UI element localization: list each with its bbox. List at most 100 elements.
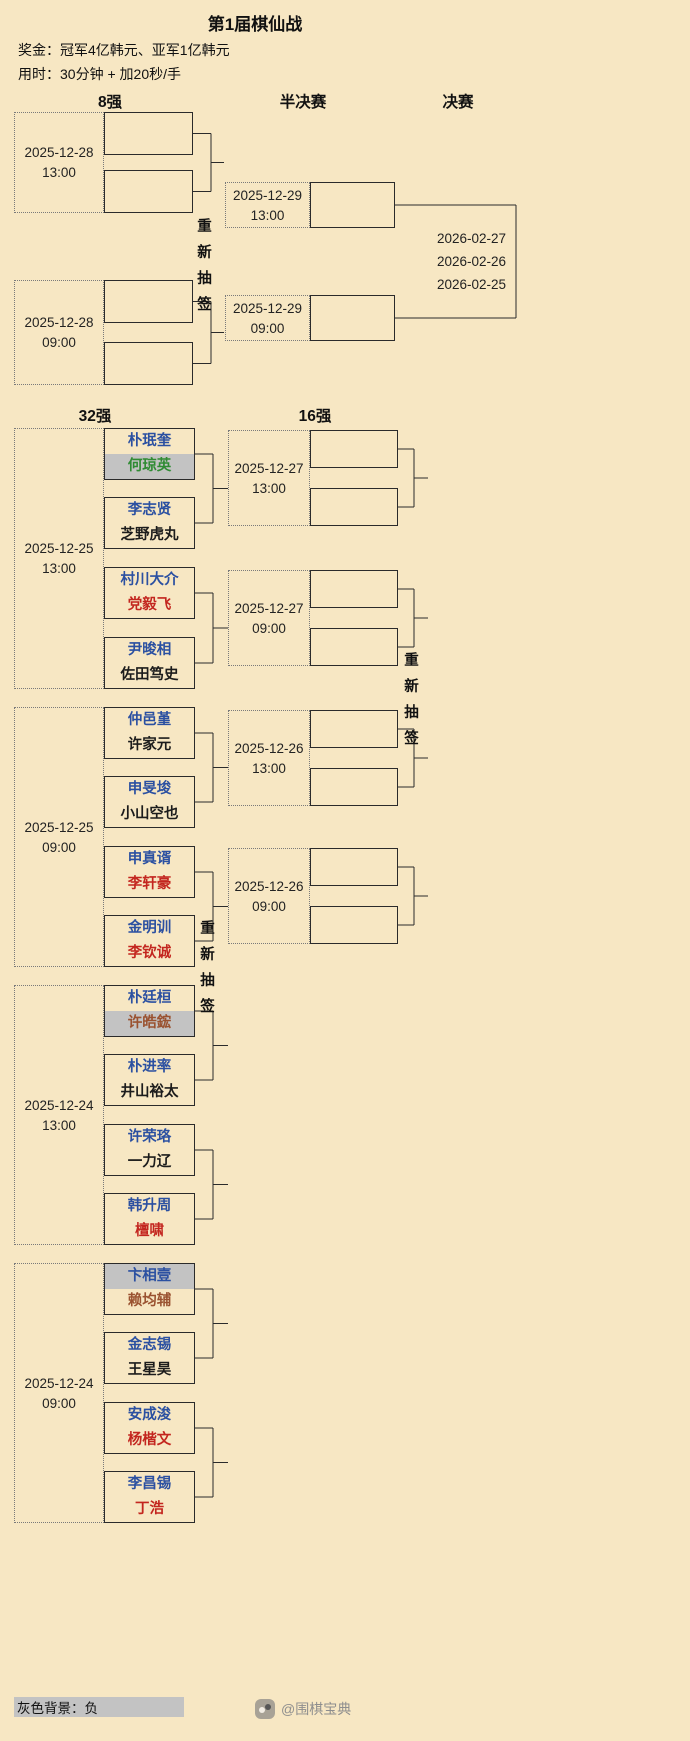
player-name[interactable]: 许荣珞 xyxy=(127,1129,172,1145)
player-name[interactable]: 王星昊 xyxy=(127,1362,172,1378)
r32-match-14-box[interactable]: 金志锡 王星昊 xyxy=(104,1332,195,1384)
r32-match-9-box[interactable]: 朴廷桓 许皓鋐 xyxy=(104,985,195,1037)
final-date: 2026-02-25 xyxy=(437,277,507,292)
watermark-text: @围棋宝典 xyxy=(281,1701,352,1717)
player-name[interactable]: 朴廷桓 xyxy=(127,990,172,1006)
player-name[interactable]: 申真谞 xyxy=(127,851,172,867)
r16-match-6-box[interactable] xyxy=(310,768,398,806)
r32-match-1-box[interactable]: 朴珉奎 何琼英 xyxy=(104,428,195,480)
player-name[interactable]: 芝野虎丸 xyxy=(120,527,179,543)
watermark: @围棋宝典 xyxy=(255,1699,351,1719)
player-name[interactable]: 一力辽 xyxy=(127,1154,172,1170)
r32-match-3-box[interactable]: 村川大介 党毅飞 xyxy=(104,567,195,619)
time-label: 13:00 xyxy=(42,165,76,180)
go-stone-white-icon xyxy=(259,1707,265,1713)
r16-date-group-2: 2025-12-27 09:00 xyxy=(228,570,310,666)
r32-match-4-box[interactable]: 尹晙相 佐田笃史 xyxy=(104,637,195,689)
legend-label: 灰色背景：负 xyxy=(17,1701,98,1716)
sf-match-1-box[interactable] xyxy=(310,182,395,228)
date-label: 2025-12-27 xyxy=(234,460,304,476)
r16-match-7-box[interactable] xyxy=(310,848,398,886)
r32-match-10-box[interactable]: 朴进率 井山裕太 xyxy=(104,1054,195,1106)
player-name[interactable]: 金明训 xyxy=(127,920,172,936)
player-name[interactable]: 丁浩 xyxy=(135,1501,164,1517)
player-name[interactable]: 井山裕太 xyxy=(120,1084,179,1100)
player-name[interactable]: 卞相壹 xyxy=(105,1264,194,1289)
player-name[interactable]: 朴进率 xyxy=(127,1059,172,1075)
player-name[interactable]: 杨楷文 xyxy=(127,1432,172,1448)
time-label: 13:00 xyxy=(42,1117,76,1133)
r32-match-7-box[interactable]: 申真谞 李轩豪 xyxy=(104,846,195,898)
qf-match-4-box[interactable] xyxy=(104,342,193,385)
r16-match-5-box[interactable] xyxy=(310,710,398,748)
r32-match-12-box[interactable]: 韩升周 檀啸 xyxy=(104,1193,195,1245)
date-label: 2025-12-27 xyxy=(234,600,304,616)
time-label: 09:00 xyxy=(42,335,76,350)
date-label: 2025-12-28 xyxy=(24,145,94,160)
r32-match-5-box[interactable]: 仲邑堇 许家元 xyxy=(104,707,195,759)
player-name[interactable]: 村川大介 xyxy=(120,572,179,588)
weiqi-baodian-logo-icon xyxy=(255,1699,275,1719)
time-label: 09:00 xyxy=(252,898,286,914)
r32-date-group-2: 2025-12-25 09:00 xyxy=(14,707,104,967)
r16-match-1-box[interactable] xyxy=(310,430,398,468)
r16-date-group-3: 2025-12-26 13:00 xyxy=(228,710,310,806)
date-label: 2025-12-25 xyxy=(24,541,94,556)
player-name[interactable]: 许皓鋐 xyxy=(105,1011,194,1036)
qf-match-1-box[interactable] xyxy=(104,112,193,155)
date-label: 2025-12-26 xyxy=(234,740,304,756)
r32-match-2-box[interactable]: 李志贤 芝野虎丸 xyxy=(104,497,195,549)
r32-match-11-box[interactable]: 许荣珞 一力辽 xyxy=(104,1124,195,1176)
qf-match-3-box[interactable] xyxy=(104,280,193,323)
r32-match-6-box[interactable]: 申旻埈 小山空也 xyxy=(104,776,195,828)
player-name[interactable]: 李昌锡 xyxy=(127,1476,172,1492)
player-name[interactable]: 赖均辅 xyxy=(127,1293,172,1309)
player-name[interactable]: 檀啸 xyxy=(135,1223,164,1239)
player-name[interactable]: 李钦诚 xyxy=(127,945,172,961)
page-title: 第1届棋仙战 xyxy=(207,15,303,34)
r16-match-2-box[interactable] xyxy=(310,488,398,526)
r32-match-16-box[interactable]: 李昌锡 丁浩 xyxy=(104,1471,195,1523)
redraw-note-r32: 重新抽签 xyxy=(200,921,215,1015)
date-label: 2025-12-24 xyxy=(24,1097,94,1113)
player-name[interactable]: 小山空也 xyxy=(120,806,179,822)
time-control-info: 用时：30分钟 + 加20秒/手 xyxy=(18,66,181,82)
player-name[interactable]: 韩升周 xyxy=(127,1198,172,1214)
r32-match-8-box[interactable]: 金明训 李钦诚 xyxy=(104,915,195,967)
time-label: 09:00 xyxy=(252,620,286,636)
player-name[interactable]: 申旻埈 xyxy=(127,781,172,797)
time-label: 13:00 xyxy=(252,480,286,496)
player-name[interactable]: 安成浚 xyxy=(127,1407,172,1423)
r16-match-8-box[interactable] xyxy=(310,906,398,944)
qf-date-group-1: 2025-12-28 13:00 xyxy=(14,112,104,213)
r32-match-13-box[interactable]: 卞相壹 赖均辅 xyxy=(104,1263,195,1315)
player-name[interactable]: 许家元 xyxy=(127,737,172,753)
player-name[interactable]: 佐田笃史 xyxy=(120,667,179,683)
qf-match-2-box[interactable] xyxy=(104,170,193,213)
time-label: 13:00 xyxy=(42,561,76,576)
round-header-sf: 半决赛 xyxy=(279,94,327,111)
round-header-final: 决赛 xyxy=(442,94,474,111)
player-name[interactable]: 李轩豪 xyxy=(127,876,172,892)
r16-match-4-box[interactable] xyxy=(310,628,398,666)
r16-date-group-4: 2025-12-26 09:00 xyxy=(228,848,310,944)
player-name[interactable]: 仲邑堇 xyxy=(127,712,172,728)
round-header-r32: 32强 xyxy=(78,408,112,425)
r32-date-group-4: 2025-12-24 09:00 xyxy=(14,1263,104,1523)
date-label: 2025-12-28 xyxy=(24,315,94,330)
final-date: 2026-02-27 xyxy=(437,231,507,246)
player-name[interactable]: 朴珉奎 xyxy=(127,433,172,449)
go-stone-black-icon xyxy=(265,1704,271,1710)
player-name[interactable]: 尹晙相 xyxy=(127,642,172,658)
player-name[interactable]: 李志贤 xyxy=(127,502,172,518)
time-label: 09:00 xyxy=(250,320,285,336)
sf-match-2-box[interactable] xyxy=(310,295,395,341)
player-name[interactable]: 金志锡 xyxy=(127,1337,172,1353)
r16-match-3-box[interactable] xyxy=(310,570,398,608)
sf-date-group-1: 2025-12-29 13:00 xyxy=(225,182,310,228)
player-name[interactable]: 何琼英 xyxy=(105,454,194,479)
r32-match-15-box[interactable]: 安成浚 杨楷文 xyxy=(104,1402,195,1454)
redraw-note-qf: 重新抽签 xyxy=(197,219,212,313)
player-name[interactable]: 党毅飞 xyxy=(127,597,172,613)
